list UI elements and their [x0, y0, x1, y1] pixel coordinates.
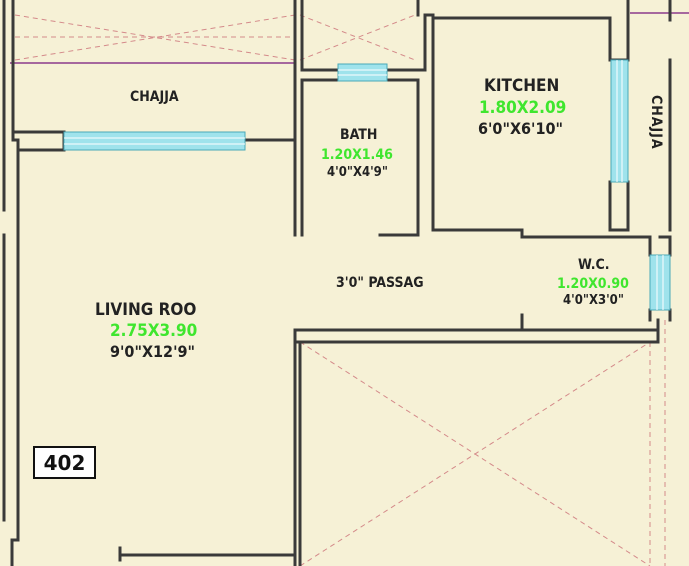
kitchen-label: KITCHEN: [484, 76, 560, 96]
passage-label: 3'0" PASSAG: [336, 275, 424, 291]
kitchen-dim-imperial: 6'0"X6'10": [478, 119, 563, 138]
open-area-top: [14, 14, 416, 61]
living-dim-metric: 2.75X3.90: [110, 321, 198, 341]
window-bath: [337, 63, 388, 82]
unit-number-badge: 402: [33, 446, 96, 479]
wc-dim-imperial: 4'0"X3'0": [563, 293, 624, 308]
chajja-top-label: CHAJJA: [130, 89, 179, 105]
bath-dim-imperial: 4'0"X4'9": [327, 165, 388, 180]
window-kitchen: [610, 59, 629, 183]
kitchen-dim-metric: 1.80X2.09: [479, 98, 567, 118]
wc-dim-metric: 1.20X0.90: [557, 276, 629, 292]
window-lines: [64, 60, 664, 310]
open-area-bottom: [299, 320, 666, 566]
slab-edge-lines: [10, 12, 689, 64]
windows: [63, 59, 671, 311]
living-label: LIVING ROO: [95, 300, 197, 320]
walls: [2, 0, 672, 566]
chajja-right-label: CHAJJA: [648, 95, 664, 150]
window-living: [63, 131, 246, 151]
bath-dim-metric: 1.20X1.46: [321, 147, 393, 163]
bath-label: BATH: [340, 127, 378, 143]
window-wc: [649, 254, 671, 311]
living-dim-imperial: 9'0"X12'9": [110, 342, 195, 361]
wc-label: W.C.: [578, 257, 610, 273]
